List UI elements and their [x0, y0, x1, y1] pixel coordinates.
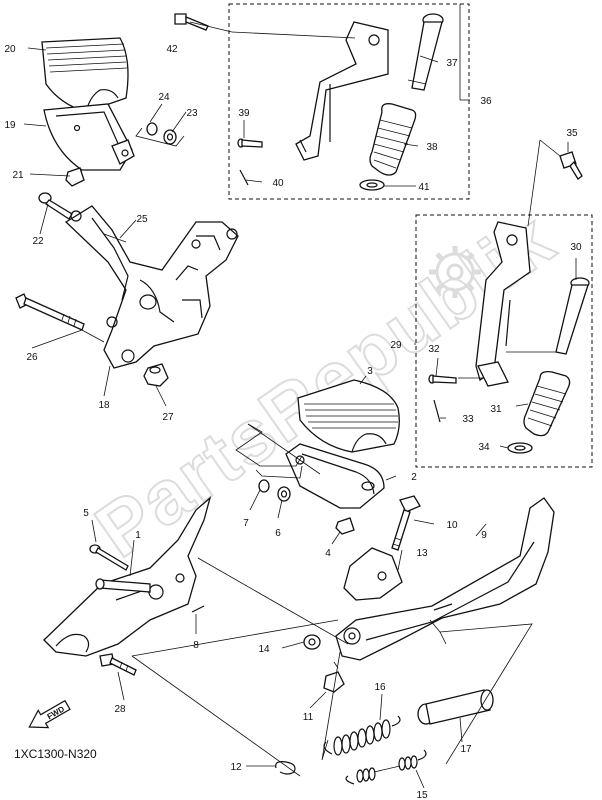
label-21: 21: [12, 170, 24, 181]
bolt-1-shaft: [95, 578, 151, 593]
label-22: 22: [32, 236, 44, 247]
label-32: 32: [428, 344, 440, 355]
footrest-rubber-3: [297, 379, 400, 453]
grip-rubber-31: [523, 370, 571, 437]
fwd-arrow-icon: FWD: [28, 699, 71, 729]
washer-23: [163, 129, 177, 145]
cotter-pin-40: [239, 169, 249, 186]
passenger-bracket-30: [475, 221, 531, 387]
label-4: 4: [325, 548, 331, 559]
cotter-pin-33: [433, 399, 441, 423]
label-35: 35: [566, 128, 578, 139]
label-2: 2: [411, 472, 417, 483]
label-24: 24: [158, 92, 170, 103]
pivot-pin-37: [407, 13, 444, 91]
label-41: 41: [418, 182, 430, 193]
label-38: 38: [426, 142, 438, 153]
pin-24: [146, 122, 158, 136]
label-8: 8: [193, 640, 199, 651]
label-5: 5: [83, 508, 89, 519]
label-31: 31: [490, 404, 502, 415]
nut-11: [323, 671, 345, 693]
bolt-10: [391, 495, 421, 551]
nut-27: [143, 363, 169, 387]
label-3: 3: [367, 366, 373, 377]
assembly-box-29: [415, 214, 593, 468]
spring-16: [323, 715, 401, 756]
pivot-pin-30: [555, 277, 590, 355]
sleeve-17: [417, 689, 494, 725]
bolt-26: [15, 293, 85, 331]
clip-12: [275, 761, 296, 775]
bolt-28: [99, 653, 137, 676]
label-13: 13: [416, 548, 428, 559]
label-30: 30: [570, 242, 582, 253]
pin-25: [103, 233, 127, 243]
label-12: 12: [230, 762, 242, 773]
label-15: 15: [416, 790, 428, 800]
passenger-bracket-37: [295, 21, 389, 161]
washer-34: [507, 442, 533, 454]
nut-21: [65, 167, 85, 187]
washer-41: [359, 179, 385, 191]
bolt-22: [38, 192, 73, 220]
label-23: 23: [186, 108, 198, 119]
switch-bracket-13: [343, 547, 403, 601]
pin-8: [191, 605, 205, 613]
pin-32: [428, 374, 457, 384]
side-stand-9: [335, 497, 555, 661]
frame-bracket-18: [64, 205, 239, 369]
label-17: 17: [460, 744, 472, 755]
label-19: 19: [4, 120, 16, 131]
label-26: 26: [26, 352, 38, 363]
pin-7: [258, 479, 270, 493]
footrest-bracket-19: [43, 103, 135, 171]
label-11: 11: [303, 712, 314, 723]
label-28: 28: [114, 704, 126, 715]
label-42: 42: [166, 44, 178, 55]
label-39: 39: [238, 108, 250, 119]
assembly-box-36: [228, 3, 470, 200]
label-1: 1: [135, 530, 141, 541]
label-37: 37: [446, 58, 458, 69]
pin-5: [89, 544, 129, 571]
leader-lines: [23, 4, 577, 789]
label-7: 7: [243, 518, 249, 529]
spring-15: [345, 749, 427, 785]
label-14: 14: [258, 644, 270, 655]
label-34: 34: [478, 442, 490, 453]
grip-rubber-38: [369, 103, 417, 176]
label-27: 27: [162, 412, 174, 423]
label-40: 40: [272, 178, 284, 189]
label-36: 36: [480, 96, 492, 107]
label-20: 20: [4, 44, 16, 55]
watermark-gear-icon: [429, 246, 481, 298]
callout-labels: 1 2 3 4 5 6 7 8 9 10 11 12 13 14 15 16 1…: [4, 44, 582, 800]
pin-39: [237, 138, 263, 148]
label-29: 29: [390, 340, 402, 351]
label-6: 6: [275, 528, 281, 539]
diagram-code: 1XC1300-N320: [14, 747, 97, 761]
label-33: 33: [462, 414, 474, 425]
label-10: 10: [446, 520, 458, 531]
label-16: 16: [374, 682, 386, 693]
bolt-35: [559, 151, 583, 180]
label-25: 25: [136, 214, 148, 225]
label-18: 18: [98, 400, 110, 411]
footrest-bracket-2: [285, 443, 385, 509]
footrest-rubber-20: [41, 37, 129, 113]
washer-6: [277, 486, 291, 502]
collar-14: [303, 634, 321, 650]
label-9: 9: [481, 530, 487, 541]
nut-4: [335, 517, 355, 535]
